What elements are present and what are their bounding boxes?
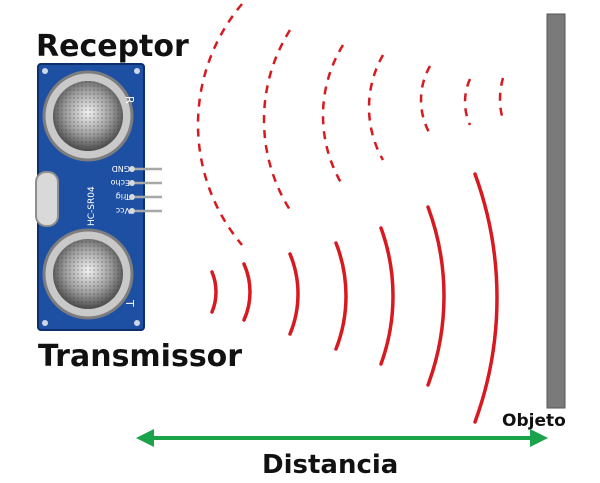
transmitter-mark: T bbox=[123, 299, 136, 307]
outgoing-wave-arc bbox=[288, 252, 300, 336]
outgoing-waves bbox=[210, 172, 499, 424]
mount-hole bbox=[134, 320, 140, 326]
mount-hole bbox=[42, 68, 48, 74]
outgoing-wave-arc bbox=[242, 262, 252, 322]
object-wall bbox=[546, 13, 566, 409]
transmitter-transducer bbox=[42, 228, 134, 320]
pin-pad bbox=[129, 208, 135, 214]
distancia-label: Distancia bbox=[262, 450, 398, 480]
pin-label: Trig bbox=[116, 192, 131, 201]
receptor-label: Receptor bbox=[36, 29, 189, 64]
pin-pad bbox=[129, 194, 135, 200]
outgoing-wave-arc bbox=[379, 226, 395, 366]
echo-wave-arc bbox=[262, 29, 292, 211]
outgoing-wave-arc bbox=[334, 241, 348, 351]
distance-arrow bbox=[136, 429, 548, 447]
echo-wave-arc bbox=[419, 65, 432, 135]
outgoing-wave-arc bbox=[210, 270, 218, 314]
pin-label: Echo bbox=[110, 178, 130, 187]
crystal-oscillator bbox=[35, 171, 59, 227]
echo-wave-arc bbox=[498, 77, 505, 121]
arrow-head-right bbox=[530, 429, 548, 447]
outgoing-wave-arc bbox=[473, 172, 499, 424]
header-pins bbox=[129, 166, 162, 214]
receiver-transducer bbox=[42, 70, 134, 162]
objeto-label: Objeto bbox=[502, 411, 566, 431]
pin-pad bbox=[129, 180, 135, 186]
arrow-head-left bbox=[136, 429, 154, 447]
pin-label: Vcc bbox=[116, 206, 130, 215]
outgoing-wave-arc bbox=[426, 205, 446, 387]
echo-wave-arc bbox=[321, 44, 345, 187]
echo-wave-arc bbox=[196, 3, 243, 246]
pin-pad bbox=[129, 166, 135, 172]
sensor-model-label: HC-SR04 bbox=[87, 186, 97, 226]
transmissor-label: Transmissor bbox=[38, 339, 242, 374]
pin-label: GND bbox=[112, 164, 130, 173]
echo-waves bbox=[196, 3, 505, 246]
echo-wave-arc bbox=[367, 54, 385, 161]
mount-hole bbox=[42, 320, 48, 326]
receiver-mark: R bbox=[123, 96, 136, 104]
echo-wave-arc bbox=[463, 78, 472, 126]
mount-hole bbox=[134, 68, 140, 74]
